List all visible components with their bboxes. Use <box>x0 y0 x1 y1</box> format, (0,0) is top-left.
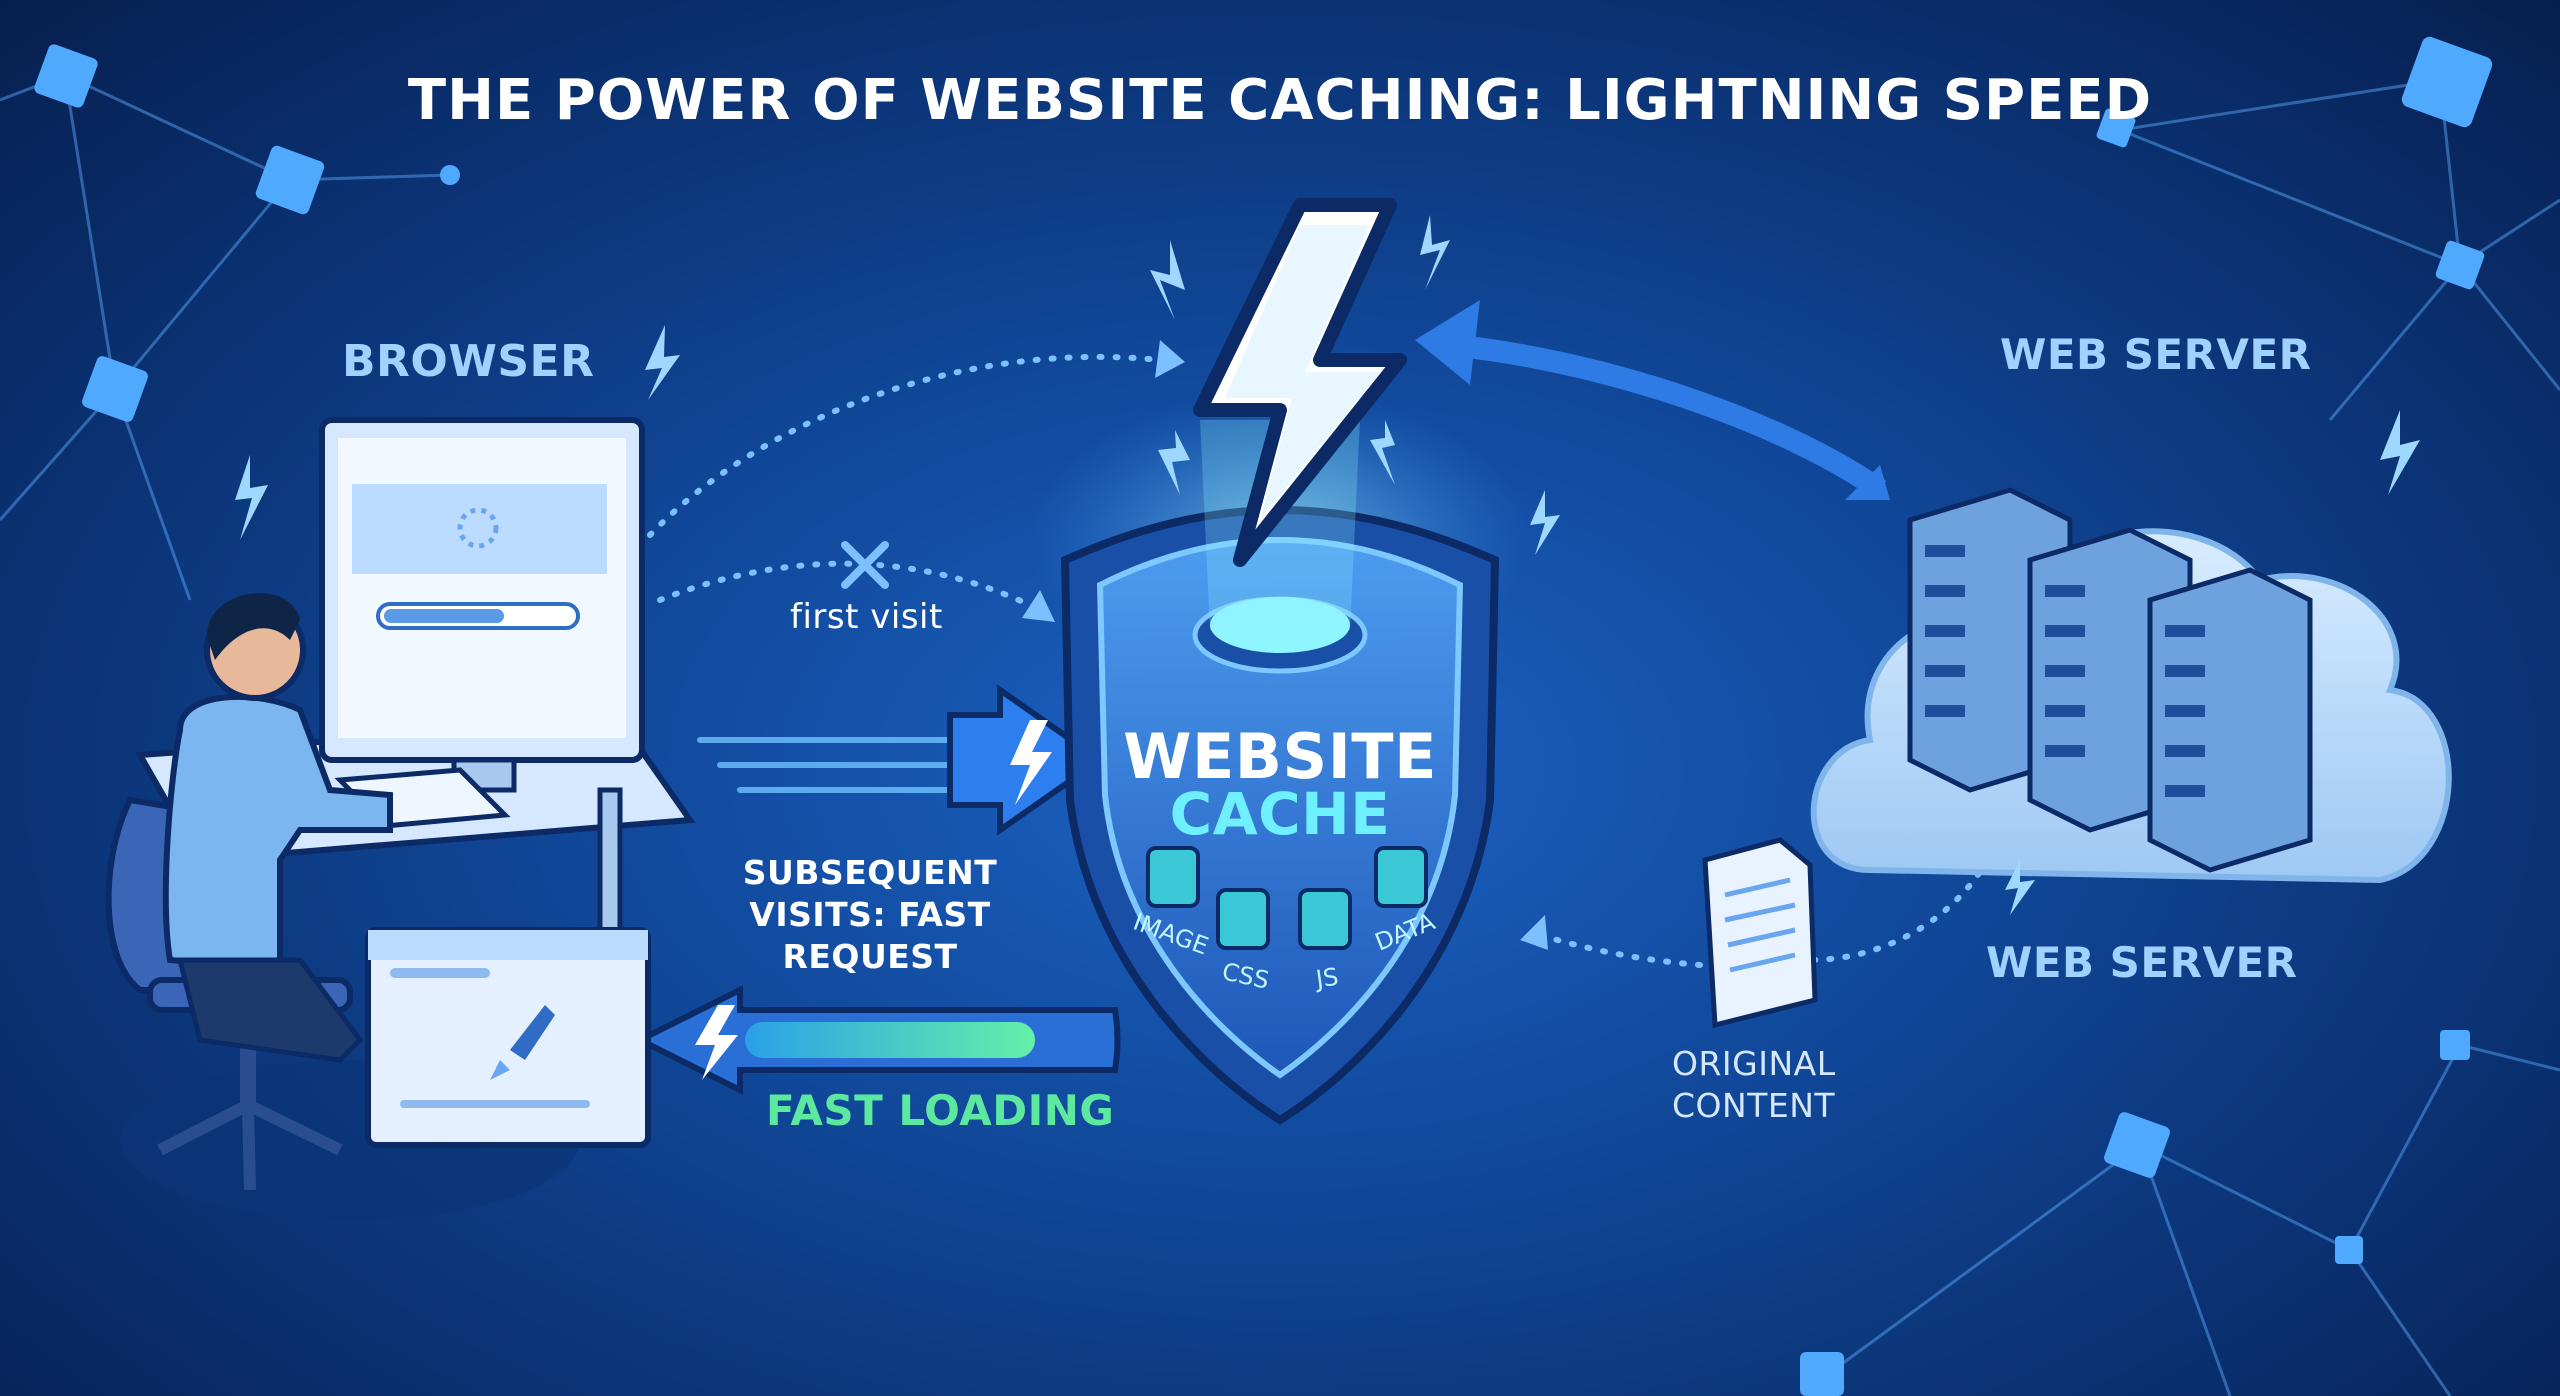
lightning-bolt-inner <box>1225 225 1380 520</box>
x-mark-icon <box>841 541 889 589</box>
web-server-label-top: WEB SERVER <box>2000 330 2312 379</box>
fast-bolt-icon <box>695 1005 738 1080</box>
cache-item-tiles <box>1146 846 1428 950</box>
arrowhead-first <box>1155 340 1185 378</box>
dotted-connectors <box>647 354 2013 968</box>
web-server-cloud <box>1810 487 2452 884</box>
request-bolt-icon <box>1010 720 1052 805</box>
server-arrowhead-left <box>1415 300 1480 385</box>
spark-icons <box>235 215 2420 915</box>
first-visit-label: first visit <box>790 597 943 637</box>
server-to-cache-arrow <box>1448 334 1887 500</box>
original-content-label: ORIGINAL CONTENT <box>1672 1044 1836 1125</box>
cache-title-line2: CACHE <box>1169 780 1391 848</box>
web-server-label-bottom: WEB SERVER <box>1986 938 2298 987</box>
fast-loading-bar <box>745 1022 1035 1058</box>
speed-lines <box>697 737 983 793</box>
browser-label: BROWSER <box>342 336 595 387</box>
cache-item-js: JS <box>1314 962 1341 994</box>
cache-title-line1: WEBSITE <box>1123 720 1437 793</box>
fast-loading-label: FAST LOADING <box>766 1086 1115 1135</box>
arrowhead-origin <box>1520 915 1548 950</box>
page-title: THE POWER OF WEBSITE CACHING: LIGHTNING … <box>407 68 2153 133</box>
arrowhead-second <box>1022 590 1055 622</box>
network-nodes <box>34 36 2493 1396</box>
subsequent-visits-label: SUBSEQUENT VISITS: FAST REQUEST <box>742 853 998 976</box>
fast-loaded-window <box>365 927 651 1148</box>
cache-shield <box>1030 390 1530 1125</box>
document-icon <box>1702 837 1818 1029</box>
server-arrowhead-right <box>1845 465 1890 500</box>
